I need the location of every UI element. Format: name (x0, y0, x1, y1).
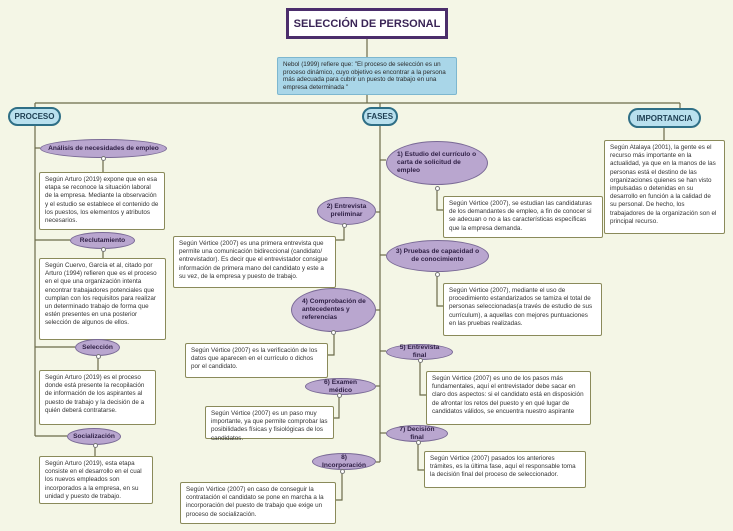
collapse-dot[interactable] (418, 358, 423, 363)
fases-node[interactable]: FASES (362, 107, 398, 126)
collapse-dot[interactable] (96, 354, 101, 359)
importancia-node[interactable]: IMPORTANCIA (628, 108, 701, 128)
intro-definition: Nebol (1999) refiere que: "El proceso de… (277, 57, 457, 95)
proceso-node[interactable]: PROCESO (8, 107, 61, 126)
fase-6-note: Según Vértice (2007) es un paso muy impo… (205, 406, 334, 442)
fase-3-pruebas[interactable]: 3) Pruebas de capacidad o de conocimient… (386, 240, 489, 272)
fase-8-note: Según Vértice (2007) en caso de consegui… (180, 482, 336, 524)
fase-1-note: Según Vértice (2007), se estudian las ca… (443, 196, 603, 238)
proceso-note-reclutamiento: Según Cuervo, García et al, citado por A… (39, 258, 166, 340)
fase-4-note: Según Vértice (2007) es la verificación … (185, 343, 328, 378)
proceso-note-analisis: Según Arturo (2019) expone que en esa et… (39, 172, 165, 230)
fase-2-note: Según Vértice (2007) es una primera entr… (173, 236, 336, 288)
fase-2-entrevista[interactable]: 2) Entrevista preliminar (317, 197, 376, 225)
collapse-dot[interactable] (93, 443, 98, 448)
collapse-dot[interactable] (435, 186, 440, 191)
fase-8-incorporacion[interactable]: 8) Incorporación (312, 453, 376, 470)
collapse-dot[interactable] (340, 469, 345, 474)
collapse-dot[interactable] (101, 156, 106, 161)
collapse-dot[interactable] (435, 272, 440, 277)
fase-4-comprobacion[interactable]: 4) Comprobación de antecedentes y refere… (291, 288, 376, 332)
collapse-dot[interactable] (337, 393, 342, 398)
proceso-note-socializacion: Según Arturo (2019), esta etapa consiste… (39, 456, 153, 504)
fase-5-note: Según Vértice (2007) es uno de los pasos… (426, 371, 591, 425)
proceso-note-seleccion: Según Arturo (2019) es el proceso donde … (39, 370, 156, 425)
collapse-dot[interactable] (342, 223, 347, 228)
fase-1-estudio[interactable]: 1) Estudio del currículo o carta de soli… (386, 141, 488, 185)
collapse-dot[interactable] (416, 440, 421, 445)
collapse-dot[interactable] (101, 247, 106, 252)
collapse-dot[interactable] (331, 330, 336, 335)
fase-7-note: Según Vértice (2007) pasados los anterio… (424, 451, 586, 488)
page-title: SELECCIÓN DE PERSONAL (286, 8, 448, 39)
fase-3-note: Según Vértice (2007), mediante el uso de… (443, 283, 602, 336)
importancia-note: Según Atalaya (2001), la gente es el rec… (604, 140, 725, 234)
fase-5-entrevista-final[interactable]: 5) Entrevista final (386, 344, 453, 360)
